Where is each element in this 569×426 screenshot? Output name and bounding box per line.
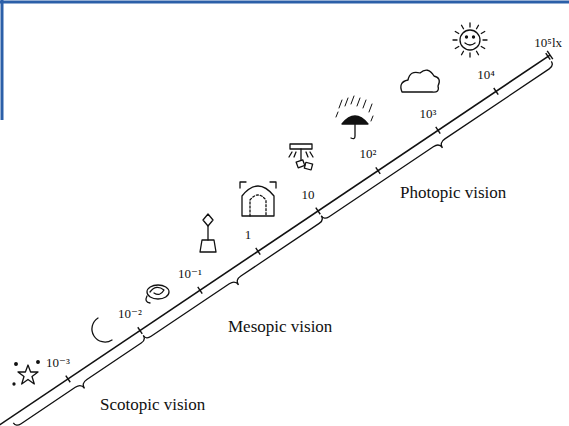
rain-drop xyxy=(369,104,372,112)
rain xyxy=(336,96,373,121)
tick-label: 10⁴ xyxy=(477,68,495,82)
range-label: Photopic vision xyxy=(400,184,506,203)
rain-drop xyxy=(336,112,338,117)
arch-flag xyxy=(240,182,246,188)
light-ray xyxy=(294,152,296,157)
sun-ray xyxy=(469,23,470,27)
light-ray xyxy=(310,152,313,157)
rain-drop xyxy=(339,100,342,108)
frame-left xyxy=(1,0,4,120)
tick-label: 10⁵lx xyxy=(534,36,562,50)
frame xyxy=(0,0,569,120)
sun-eye xyxy=(466,36,468,38)
umbrella-rain-icon xyxy=(336,96,373,139)
umbrella-handle xyxy=(351,124,355,139)
axis-tick xyxy=(66,376,70,383)
tick-label: 10² xyxy=(360,147,377,161)
light-bar xyxy=(290,144,312,149)
axis-tick xyxy=(494,88,498,95)
sun-ray xyxy=(477,51,479,54)
cloud-icon xyxy=(401,70,439,92)
arch-inner xyxy=(250,195,266,216)
light-box xyxy=(304,162,312,170)
sun-icon xyxy=(453,23,487,57)
rain-drop xyxy=(371,116,373,121)
range-label: Scotopic vision xyxy=(100,396,205,415)
moon-icon xyxy=(92,318,112,342)
umbrella-canopy xyxy=(342,116,368,124)
axis-tick xyxy=(316,208,320,215)
axis-tick xyxy=(376,167,380,174)
street-light-icon xyxy=(289,144,313,170)
tick-label: 10⁻¹ xyxy=(178,267,202,281)
sun-eye xyxy=(473,36,475,38)
range-label: Mesopic vision xyxy=(228,318,332,337)
sun-ray xyxy=(483,39,487,40)
swirl-curve xyxy=(150,287,164,294)
arch-outline xyxy=(242,186,274,216)
swirl-outline xyxy=(147,285,169,299)
tick-label: 10⁻³ xyxy=(46,356,70,370)
sun-disc xyxy=(460,30,480,50)
lamp-pole xyxy=(207,226,208,240)
axis-tick xyxy=(138,327,142,334)
star-dot xyxy=(13,383,15,385)
sun-ray xyxy=(477,25,479,28)
lamp-head xyxy=(203,214,213,226)
sun-ray xyxy=(462,51,464,54)
tick-label: 10³ xyxy=(420,107,437,121)
star-icon xyxy=(13,361,39,385)
axis-tick xyxy=(198,287,202,294)
sun-ray xyxy=(481,32,484,34)
star-dot xyxy=(15,363,18,366)
tick-label: 1 xyxy=(245,228,252,242)
sun-ray xyxy=(453,39,457,40)
star-dot xyxy=(37,361,40,364)
lamp-post-icon xyxy=(200,214,216,252)
rain-drop xyxy=(363,100,366,108)
light-stem xyxy=(300,149,301,160)
swirl-tail xyxy=(146,296,150,303)
light-ray xyxy=(289,152,292,157)
tick-label: 10 xyxy=(302,188,315,202)
axis-end xyxy=(547,51,553,59)
tick-label: 10⁻² xyxy=(118,307,142,321)
swirl-icon xyxy=(146,285,169,303)
rain-drop xyxy=(345,98,348,106)
light-box xyxy=(296,160,305,168)
sun-mouth xyxy=(465,43,475,45)
star-shape xyxy=(18,365,38,384)
arch-building-icon xyxy=(240,182,276,216)
sun-ray xyxy=(462,25,464,28)
axis xyxy=(0,51,553,426)
axis-tick xyxy=(436,127,440,134)
sun-ray xyxy=(481,47,484,49)
range-brace xyxy=(321,61,552,218)
frame-top xyxy=(0,1,569,4)
axis-tick xyxy=(256,248,260,255)
illuminance-axis xyxy=(0,55,550,426)
lamp-base xyxy=(200,240,216,252)
sun-rays xyxy=(453,23,487,57)
sun-ray xyxy=(455,32,458,34)
sun-ray xyxy=(455,47,458,49)
arch-flag xyxy=(270,182,276,188)
light-ray xyxy=(306,152,308,157)
sun-ray xyxy=(469,53,470,57)
rain-drop xyxy=(357,98,360,106)
rain-drop xyxy=(351,96,354,104)
